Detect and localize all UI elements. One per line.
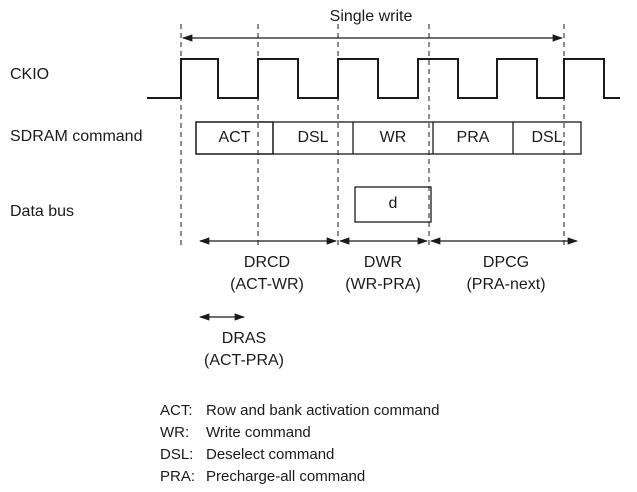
legend-text-dsl: Deselect command: [206, 446, 335, 463]
legend-row-act: ACT: Row and bank activation command: [160, 402, 439, 420]
dras-desc: (ACT-PRA): [204, 352, 284, 369]
command-pra: PRA: [456, 129, 490, 146]
command-wr: WR: [379, 129, 407, 146]
command-dsl-1: DSL: [297, 129, 329, 146]
data-bus-label: Data bus: [10, 203, 75, 220]
single-write-label: Single write: [329, 8, 413, 25]
command-boxes: [195, 121, 582, 155]
legend-key-pra: PRA:: [160, 468, 196, 485]
ckio-label: CKIO: [10, 66, 50, 83]
dwr-desc: (WR-PRA): [345, 276, 421, 293]
legend-row-wr: WR: Write command: [160, 424, 311, 442]
legend-key-wr: WR:: [160, 424, 190, 441]
dras-label: DRAS: [221, 330, 267, 347]
legend-text-pra: Precharge-all command: [206, 468, 366, 485]
legend-text-act: Row and bank activation command: [206, 402, 440, 419]
data-cell-label: d: [388, 195, 398, 212]
data-bus-cell: [354, 186, 432, 223]
legend-key-dsl: DSL:: [160, 446, 194, 463]
legend-row-dsl: DSL: Deselect command: [160, 446, 334, 464]
sdram-command-label: SDRAM command: [10, 128, 143, 145]
legend-row-pra: PRA: Precharge-all command: [160, 468, 365, 486]
dwr-label: DWR: [363, 254, 403, 271]
command-box-outline: [195, 121, 582, 155]
drcd-desc: (ACT-WR): [230, 276, 304, 293]
drcd-label: DRCD: [243, 254, 291, 271]
dpcg-label: DPCG: [482, 254, 530, 271]
command-dsl-2: DSL: [531, 129, 563, 146]
dpcg-desc: (PRA-next): [466, 276, 546, 293]
ckio-waveform: [147, 58, 620, 99]
legend-text-wr: Write command: [206, 424, 311, 441]
legend-key-act: ACT:: [160, 402, 193, 419]
command-act: ACT: [218, 129, 251, 146]
